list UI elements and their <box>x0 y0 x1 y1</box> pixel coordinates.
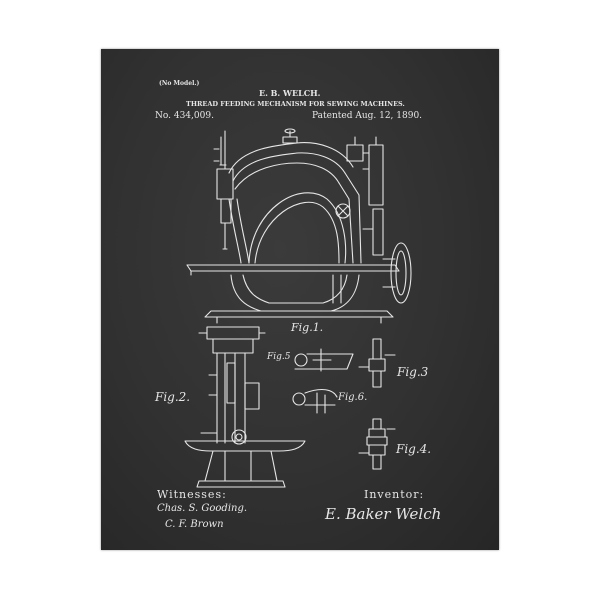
figure-1-label: Fig.1. <box>291 321 324 334</box>
figure-6-label: Fig.6. <box>338 392 368 403</box>
figure-4-label: Fig.4. <box>396 442 432 456</box>
chalkboard-patent-print: (No Model.) E. B. WELCH. THREAD FEEDING … <box>101 49 499 550</box>
patent-date: Patented Aug. 12, 1890. <box>312 111 423 121</box>
inventor-label: Inventor: <box>364 488 425 501</box>
model-note: (No Model.) <box>159 80 200 87</box>
inventor-header: E. B. WELCH. <box>259 88 321 98</box>
inventor-signature: E. Baker Welch <box>325 505 442 523</box>
witness-signature-2: C. F. Brown <box>165 519 224 530</box>
figure-3-label: Fig.3 <box>397 365 429 379</box>
patent-title: THREAD FEEDING MECHANISM FOR SEWING MACH… <box>186 100 405 108</box>
figure-5-label: Fig.5 <box>267 352 291 362</box>
figure-2-label: Fig.2. <box>155 390 191 404</box>
witnesses-label: Witnesses: <box>157 488 227 501</box>
patent-number: No. 434,009. <box>155 111 214 121</box>
witness-signature-1: Chas. S. Gooding. <box>157 503 248 514</box>
sewing-machine-drawing <box>101 49 499 550</box>
